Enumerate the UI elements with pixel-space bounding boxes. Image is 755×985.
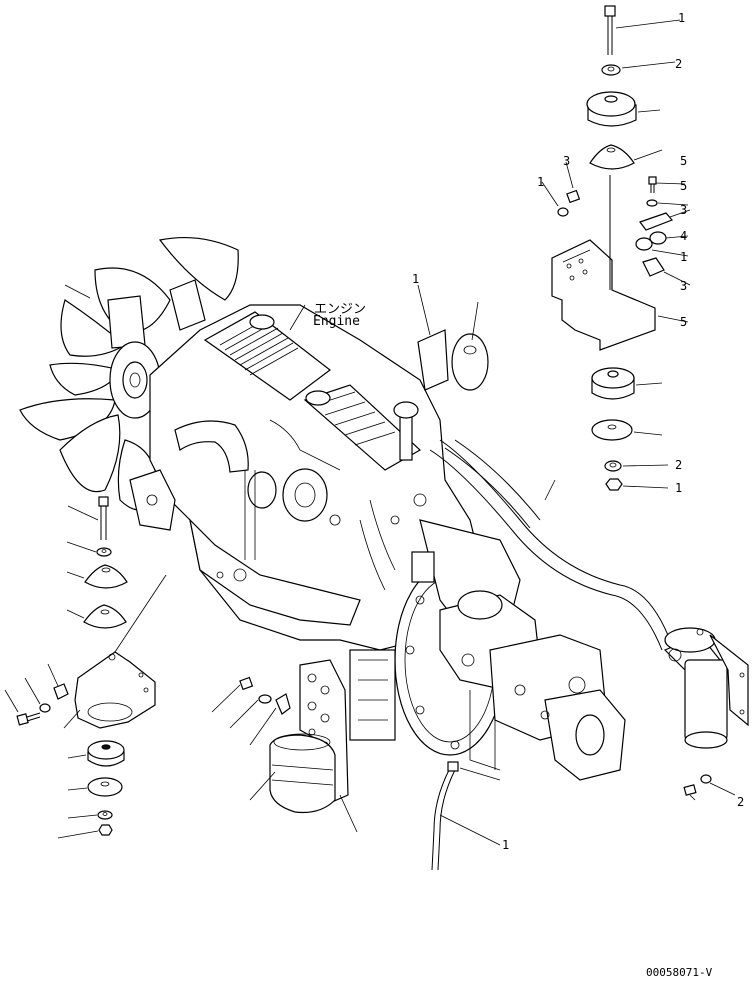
callout-top-right-5a: 5 xyxy=(680,154,687,168)
right-lower-washer xyxy=(604,460,669,472)
top-bolt xyxy=(604,5,681,55)
callout-right-bracket-5: 5 xyxy=(680,315,687,329)
hydraulic-pump xyxy=(439,590,626,781)
center-bottom-bracket xyxy=(299,659,358,833)
left-mount-bracket xyxy=(63,574,167,729)
center-bolt-washer xyxy=(211,676,291,746)
callout-filter-2: 2 xyxy=(737,795,744,809)
bracket-bolt-washer xyxy=(541,161,581,217)
left-lower-mount xyxy=(67,740,125,767)
engine-leader xyxy=(289,304,306,331)
left-lower-washer xyxy=(67,810,113,820)
callout-hose-1: 1 xyxy=(502,838,509,852)
engine-assembly xyxy=(129,304,481,651)
left-cone-lower xyxy=(66,604,127,629)
top-washer xyxy=(601,61,676,76)
callout-right-4: 4 xyxy=(680,229,687,243)
callout-right-nut-1: 1 xyxy=(675,481,682,495)
right-lower-cone xyxy=(591,419,663,441)
left-washer xyxy=(66,541,112,557)
center-rubber-mount xyxy=(249,733,336,814)
top-cone-washer xyxy=(589,144,663,170)
right-lower-mount xyxy=(591,367,663,400)
callout-mid-1: 1 xyxy=(537,175,544,189)
top-rubber-mount xyxy=(586,91,661,127)
right-mount-bracket xyxy=(551,175,689,351)
drawing-number: 00058071-V xyxy=(646,966,713,979)
callout-right-1: 1 xyxy=(680,250,687,264)
callout-mid-3: 3 xyxy=(563,154,570,168)
left-small-fasteners xyxy=(4,663,69,726)
engine-top-bracket xyxy=(417,284,489,391)
left-cone-upper xyxy=(66,564,128,589)
engine-label-japanese: エンジン xyxy=(314,302,367,317)
hydraulic-filter xyxy=(663,627,749,749)
left-lower-nut xyxy=(57,824,113,839)
callout-top-bolt: 1 xyxy=(678,11,685,25)
callout-right-3b: 3 xyxy=(680,279,687,293)
left-lower-cone xyxy=(67,777,123,797)
right-small-parts xyxy=(635,176,691,286)
callout-right-3a: 3 xyxy=(680,203,687,217)
filter-bolt-washer xyxy=(683,774,736,801)
hydraulic-hoses xyxy=(429,439,671,871)
engine-label-english: Engine xyxy=(313,314,360,329)
right-lower-nut xyxy=(605,478,669,491)
fan-leader xyxy=(64,284,91,299)
callout-engine-1: 1 xyxy=(412,272,419,286)
callout-right-washer-2: 2 xyxy=(675,458,682,472)
left-bolt xyxy=(67,496,109,540)
callout-top-right-5b: 5 xyxy=(680,179,687,193)
callout-top-washer: 2 xyxy=(675,57,682,71)
